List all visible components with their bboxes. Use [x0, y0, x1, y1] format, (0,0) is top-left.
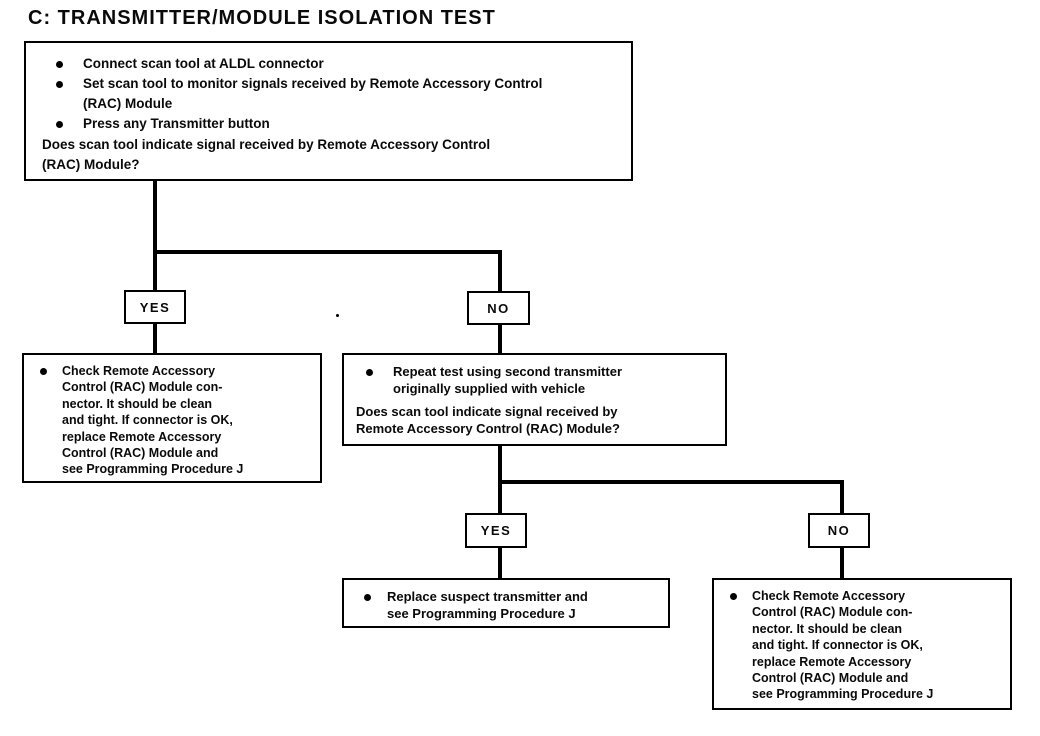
page-title: C: TRANSMITTER/MODULE ISOLATION TEST: [28, 7, 496, 29]
connector-branch2-to-no2: [840, 480, 844, 513]
branch2-no-text: NO: [827, 523, 851, 538]
bullet-icon: [56, 61, 63, 68]
connector-no1-to-test: [498, 324, 502, 353]
start-bullet-2-text: Set scan tool to monitor signals receive…: [83, 76, 543, 111]
connector-branch2-horizontal: [498, 480, 844, 484]
branch2-yes-label: YES: [465, 513, 527, 548]
node-no2-action: Check Remote Accessory Control (RAC) Mod…: [712, 578, 1012, 710]
no2-action-text: Check Remote Accessory Control (RAC) Mod…: [752, 589, 934, 702]
connector-yes1-to-action: [153, 323, 157, 353]
yes1-action-text: Check Remote Accessory Control (RAC) Mod…: [62, 364, 244, 477]
branch1-yes-text: YES: [139, 299, 171, 315]
connector-test-to-yes2: [498, 446, 502, 513]
node-yes2-action: Replace suspect transmitter and see Prog…: [342, 578, 670, 628]
bullet-icon: [364, 594, 371, 601]
connector-yes2-to-action: [498, 548, 502, 578]
no1-test-text: Repeat test using second transmitter ori…: [393, 364, 622, 396]
start-bullet-row-2: Set scan tool to monitor signals receive…: [42, 74, 623, 114]
connector-branch1-horizontal: [153, 250, 502, 254]
branch1-no-label: NO: [467, 291, 530, 325]
start-bullet-1-text: Connect scan tool at ALDL connector: [83, 56, 324, 71]
branch1-yes-label: YES: [124, 290, 186, 324]
start-question: Does scan tool indicate signal received …: [42, 137, 491, 172]
bullet-icon: [56, 81, 63, 88]
branch2-no-label: NO: [808, 513, 870, 548]
start-bullet-row-3: Press any Transmitter button: [42, 114, 623, 134]
start-bullet-3-text: Press any Transmitter button: [83, 116, 270, 131]
connector-branch1-to-no1: [498, 250, 502, 292]
branch1-no-text: NO: [487, 300, 510, 316]
yes2-bullet-row: Replace suspect transmitter and see Prog…: [360, 589, 664, 622]
bullet-icon: [40, 368, 47, 375]
no1-test-question: Does scan tool indicate signal received …: [356, 404, 620, 436]
node-no1-test: Repeat test using second transmitter ori…: [342, 353, 727, 446]
connector-start-to-yes1: [153, 181, 157, 291]
no1-bullet-row: Repeat test using second transmitter ori…: [356, 364, 719, 397]
bullet-icon: [366, 369, 373, 376]
branch2-yes-text: YES: [480, 523, 512, 538]
yes2-action-text: Replace suspect transmitter and see Prog…: [387, 589, 588, 621]
yes1-bullet-row: Check Remote Accessory Control (RAC) Mod…: [38, 363, 316, 478]
node-start: Connect scan tool at ALDL connector Set …: [24, 41, 633, 181]
bullet-icon: [56, 121, 63, 128]
node-yes1-action: Check Remote Accessory Control (RAC) Mod…: [22, 353, 322, 483]
bullet-icon: [730, 593, 737, 600]
connector-no2-to-action: [840, 548, 844, 578]
start-bullet-row-1: Connect scan tool at ALDL connector: [42, 54, 623, 74]
no2-bullet-row: Check Remote Accessory Control (RAC) Mod…: [728, 588, 1006, 703]
scan-artifact-dot: [336, 314, 339, 317]
